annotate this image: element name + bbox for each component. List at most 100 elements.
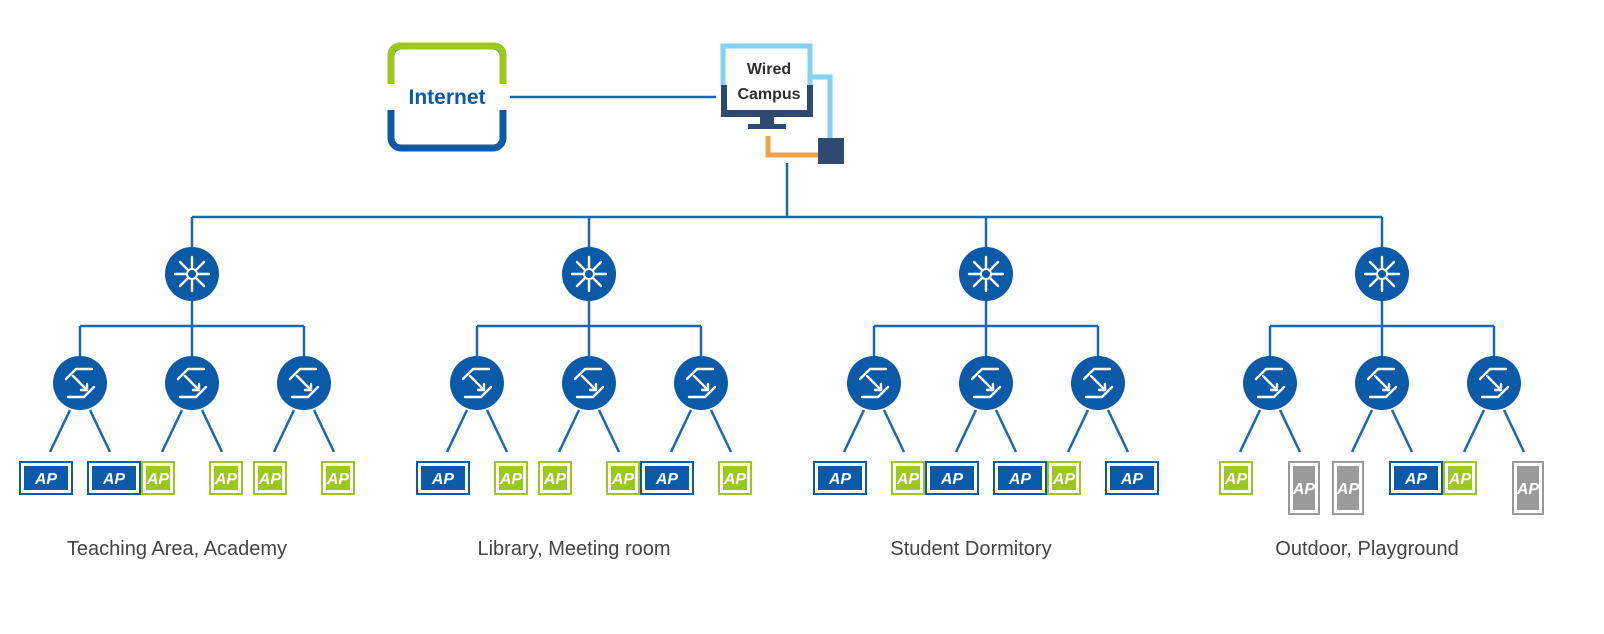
access-points: AP AP AP AP AP AP AP AP AP AP AP AP AP AP AP AP AP AP AP AP… [19,461,1544,515]
ap-link-line [1390,409,1414,453]
ap-link-line [994,409,1018,453]
ap-link-line [88,409,112,453]
ap-link-line [200,409,224,453]
campus-label-line2: Campus [737,86,800,103]
ap-label: AP [258,471,282,488]
ap-label: AP [543,471,567,488]
ap-label: AP [214,471,238,488]
core-switch-icon [562,247,616,301]
area-label: Teaching Area, Academy [66,538,288,560]
access-point-icon: AP [925,461,979,495]
access-switch-icon [674,356,728,410]
access-point-icon: AP [209,461,243,495]
access-switch-icon [277,356,331,410]
access-switch-icon [1467,356,1521,410]
wired-campus-node: Wired Campus [720,43,844,164]
ap-label: AP [655,471,679,488]
access-point-icon: AP [1512,461,1544,515]
ap-label: AP [828,471,852,488]
access-switch-icon [1071,356,1125,410]
ap-label: AP [896,471,920,488]
access-switch-icon [847,356,901,410]
access-point-icon: AP [1219,461,1253,495]
ap-label: AP [34,471,58,488]
access-switch-icon [165,356,219,410]
access-point-icon: AP [993,461,1047,495]
ap-label: AP [611,471,635,488]
access-switch-icon [450,356,504,410]
access-point-icon: AP [1288,461,1320,515]
router-box [818,138,844,164]
ap-link-line [597,409,621,453]
access-point-icon: AP [1105,461,1159,495]
ap-link-line [954,409,978,453]
ap-label: AP [499,471,523,488]
ap-link-line [160,409,184,453]
access-point-icon: AP [606,461,640,495]
access-switch-icon [1243,356,1297,410]
ap-label: AP [1008,471,1032,488]
access-point-icon: AP [1332,461,1364,515]
access-switch-icon [959,356,1013,410]
internet-label: Internet [408,86,485,109]
campus-cable-orange [765,136,818,158]
area-label: Outdoor, Playground [1275,538,1459,560]
ap-link-line [48,409,72,453]
access-point-icon: AP [416,461,470,495]
core-switches [165,247,1409,301]
ap-label: AP [940,471,964,488]
ap-link-line [669,409,693,453]
access-switch-icon [562,356,616,410]
access-point-icon: AP [19,461,73,495]
access-point-icon: AP [1047,461,1081,495]
ap-label: AP [1052,471,1076,488]
ap-link-line [445,409,469,453]
core-switch-icon [1355,247,1409,301]
ap-link-line [485,409,509,453]
ap-label: AP [723,471,747,488]
internet-green-accent [387,42,507,90]
campus-label-line1: Wired [747,61,791,78]
internet-node: Internet [384,42,510,152]
access-point-icon: AP [813,461,867,495]
ap-link-line [557,409,581,453]
access-point-icon: AP [538,461,572,495]
ap-label: AP [1120,471,1144,488]
ap-link-line [1462,409,1486,453]
connection-lines [48,95,1526,453]
access-switches [53,356,1521,410]
ap-link-line [1278,409,1302,453]
access-point-icon: AP [718,461,752,495]
access-point-icon: AP [494,461,528,495]
area-label: Student Dormitory [890,538,1052,560]
access-point-icon: AP [253,461,287,495]
ap-link-line [1066,409,1090,453]
ap-link-line [1350,409,1374,453]
ap-label: AP [1516,481,1540,498]
ap-label: AP [326,471,350,488]
ap-link-line [882,409,906,453]
ap-link-line [1238,409,1262,453]
ap-link-line [842,409,866,453]
core-switch-icon [165,247,219,301]
ap-label: AP [1292,481,1316,498]
ap-label: AP [102,471,126,488]
ap-label: AP [1336,481,1360,498]
ap-link-line [1106,409,1130,453]
area-label: Library, Meeting room [477,538,671,560]
access-point-icon: AP [87,461,141,495]
access-point-icon: AP [1443,461,1477,495]
ap-link-line [709,409,733,453]
core-switch-icon [959,247,1013,301]
access-switch-icon [53,356,107,410]
access-point-icon: AP [321,461,355,495]
ap-label: AP [431,471,455,488]
ap-link-line [272,409,296,453]
ap-label: AP [1448,471,1472,488]
ap-label: AP [146,471,170,488]
ap-label: AP [1224,471,1248,488]
ap-link-line [1502,409,1526,453]
computer-monitor-icon [720,43,813,86]
access-point-icon: AP [640,461,694,495]
